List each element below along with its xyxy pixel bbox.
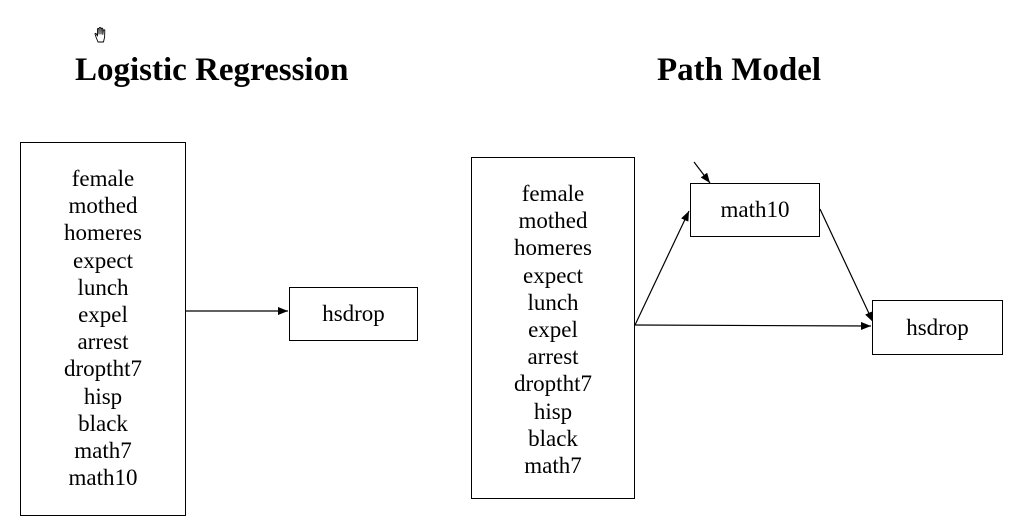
- pm-predictor: expect: [522, 262, 583, 288]
- hand-cursor-icon: [94, 27, 106, 43]
- pm-mediator-label: math10: [720, 197, 790, 222]
- lr-predictor: hisp: [83, 383, 123, 409]
- lr-predictor: droptht7: [64, 356, 142, 382]
- pm-predictor: lunch: [527, 289, 579, 315]
- pm-outcome-hsdrop-box: hsdrop: [872, 300, 1003, 355]
- pm-predictors-box: female mothed homeres expect lunch expel…: [471, 157, 635, 499]
- pm-predictor: expel: [528, 317, 578, 343]
- pm-mediator-math10-box: math10: [690, 183, 820, 237]
- pm-predictor: droptht7: [514, 371, 592, 397]
- pm-predictor: homeres: [514, 235, 592, 261]
- lr-predictor: female: [71, 166, 135, 191]
- pm-predictor: hisp: [533, 398, 573, 424]
- lr-predictor: mothed: [68, 193, 138, 219]
- edge-pm-predictors-to-hsdrop: [634, 321, 872, 330]
- pm-predictor: arrest: [527, 344, 579, 370]
- lr-predictor: lunch: [77, 274, 129, 300]
- lr-predictor: black: [78, 410, 128, 436]
- pm-predictor: female: [521, 181, 585, 206]
- lr-predictor: expect: [72, 247, 133, 273]
- lr-predictors-box: female mothed homeres expect lunch expel…: [20, 142, 186, 516]
- lr-outcome-label: hsdrop: [322, 301, 385, 326]
- edge-pm-error-to-math10: [693, 161, 711, 184]
- edge-pm-math10-to-hsdrop: [819, 208, 874, 323]
- lr-predictor: math7: [74, 438, 132, 464]
- lr-outcome-hsdrop-box: hsdrop: [289, 287, 418, 341]
- pm-predictor: math7: [524, 453, 582, 479]
- lr-predictor: expel: [78, 302, 128, 328]
- lr-predictor: math10: [68, 465, 138, 491]
- edge-pm-predictors-to-math10: [634, 210, 690, 326]
- pm-outcome-label: hsdrop: [906, 314, 969, 340]
- lr-predictor: homeres: [64, 220, 142, 246]
- logistic-regression-title: Logistic Regression: [75, 52, 349, 88]
- lr-predictor: arrest: [77, 329, 129, 355]
- pm-predictor: mothed: [518, 208, 588, 234]
- path-model-title: Path Model: [657, 52, 822, 88]
- pm-predictor: black: [528, 425, 578, 451]
